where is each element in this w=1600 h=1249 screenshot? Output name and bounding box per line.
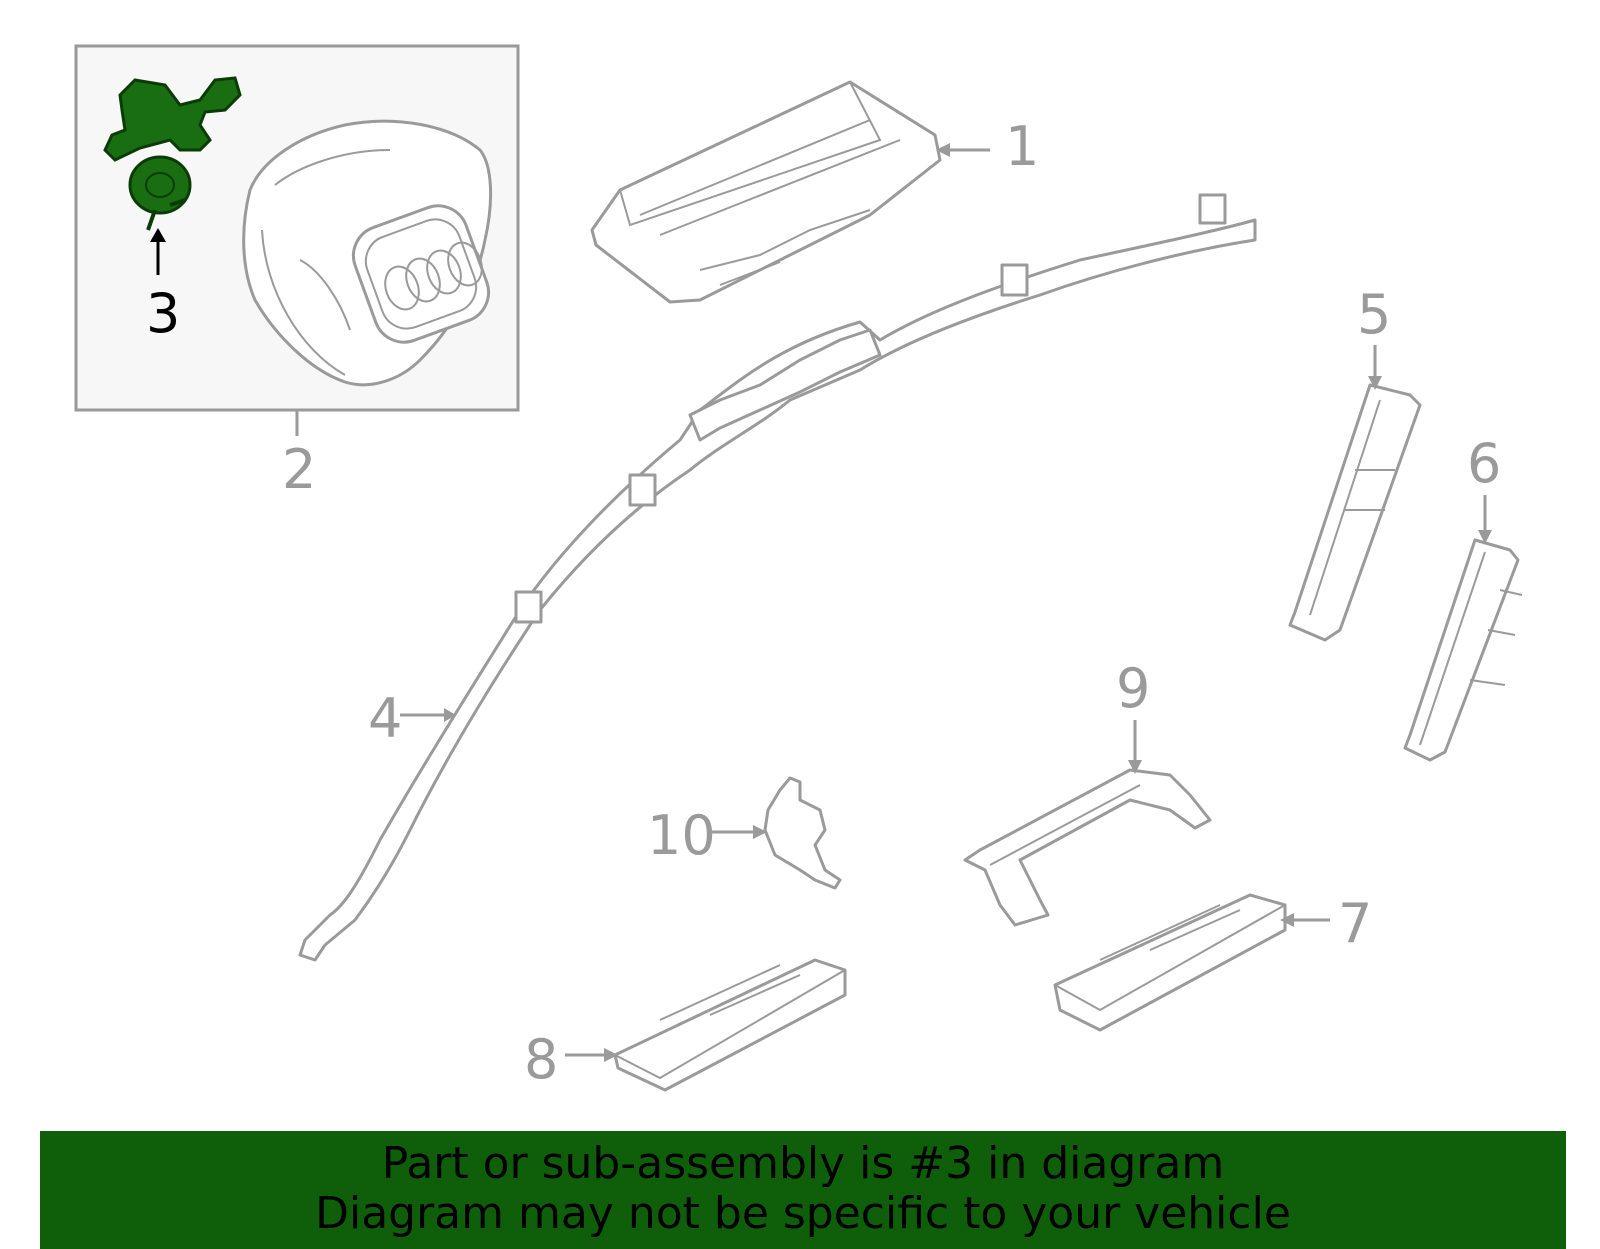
callout-8: 8: [524, 1028, 558, 1091]
knee-airbag-8[interactable]: [565, 958, 847, 1092]
info-banner: Part or sub-assembly is #3 in diagram Di…: [40, 1131, 1566, 1249]
callout-4: 4: [368, 687, 402, 750]
callout-3: 3: [146, 282, 180, 345]
callout-5: 5: [1357, 283, 1391, 346]
steering-wheel-airbag[interactable]: [242, 119, 497, 387]
passenger-airbag[interactable]: [590, 80, 990, 304]
side-airbag-5[interactable]: [1288, 345, 1422, 642]
bracket-10[interactable]: [712, 776, 842, 890]
callout-6: 6: [1467, 432, 1501, 495]
curtain-airbag[interactable]: [298, 193, 1257, 962]
banner-line-2: Diagram may not be specific to your vehi…: [315, 1188, 1291, 1239]
side-airbag-6[interactable]: [1403, 495, 1523, 762]
part-3-highlighted[interactable]: [103, 76, 242, 275]
callout-2: 2: [282, 438, 316, 501]
banner-line-1: Part or sub-assembly is #3 in diagram: [381, 1138, 1225, 1189]
callout-1: 1: [1005, 115, 1039, 178]
bracket-9[interactable]: [963, 720, 1212, 927]
knee-airbag-7[interactable]: [1053, 893, 1330, 1032]
callout-10: 10: [647, 804, 716, 867]
callout-9: 9: [1116, 657, 1150, 720]
callout-7: 7: [1338, 892, 1372, 955]
